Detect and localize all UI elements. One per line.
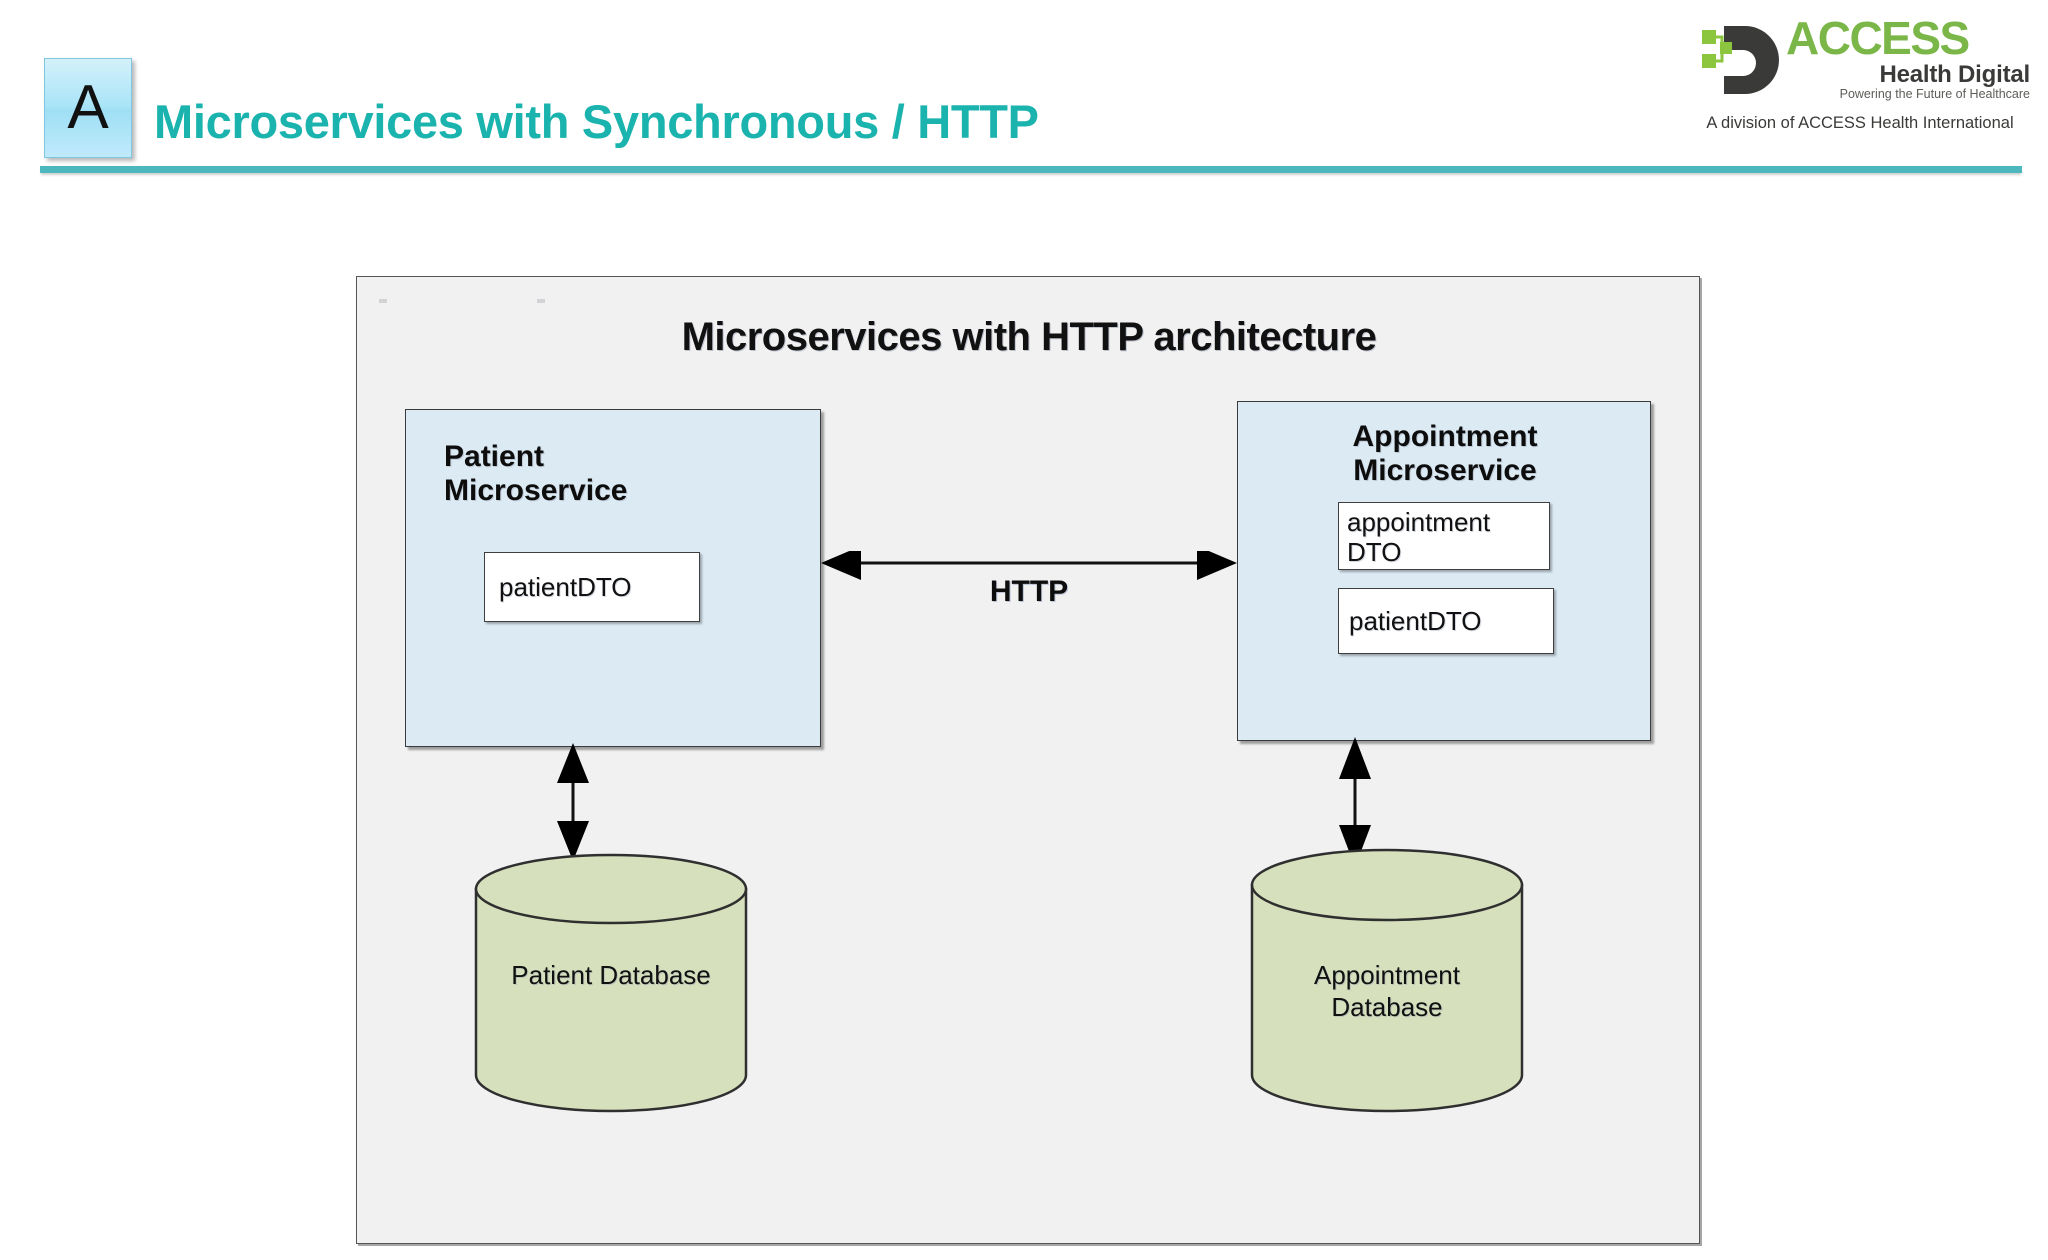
- patient-database-cylinder[interactable]: Patient Database: [473, 853, 749, 1113]
- logo-division-text: A division of ACCESS Health Internationa…: [1706, 114, 2014, 132]
- appointment-dto-box[interactable]: appointment DTO: [1338, 502, 1550, 570]
- panel-speck-mark: [537, 299, 545, 303]
- slide-header: A Microservices with Synchronous / HTTP …: [0, 0, 2048, 180]
- patient-db-connector: [553, 743, 593, 861]
- patient-microservice-label: Patient Microservice: [444, 440, 628, 507]
- patient-db-double-arrow-icon: [557, 743, 589, 861]
- panel-speck-mark: [379, 299, 387, 303]
- http-label: HTTP: [989, 575, 1069, 608]
- appointment-database-cylinder[interactable]: Appointment Database: [1249, 847, 1525, 1113]
- patient-dto-box[interactable]: patientDTO: [484, 552, 700, 622]
- slide-badge-letter: A: [44, 58, 132, 158]
- logo-row: ACCESS Health Digital Powering the Futur…: [1690, 14, 2030, 110]
- patient-database-label: Patient Database: [511, 960, 711, 990]
- database-cylinder-icon: [474, 853, 748, 1113]
- appointment-db-connector: [1335, 737, 1375, 867]
- architecture-diagram-panel: Microservices with HTTP architecture Pat…: [356, 276, 1700, 1244]
- http-connector: HTTP: [821, 546, 1237, 611]
- appointment-microservice-box[interactable]: Appointment Microservice appointment DTO…: [1237, 401, 1651, 741]
- http-double-arrow-icon: [821, 546, 1237, 580]
- logo-wordmark: ACCESS Health Digital Powering the Futur…: [1786, 14, 2030, 102]
- brand-logo: ACCESS Health Digital Powering the Futur…: [1690, 10, 2030, 142]
- diagram-title: Microservices with HTTP architecture: [681, 315, 1377, 359]
- access-d-mark-icon: [1698, 20, 1784, 106]
- logo-access-text: ACCESS: [1786, 12, 1970, 64]
- database-cylinder-icon: [1250, 848, 1524, 1113]
- header-divider-rule: [40, 166, 2022, 173]
- patient-microservice-box[interactable]: Patient Microservice patientDTO: [405, 409, 821, 747]
- appointment-patient-dto-box[interactable]: patientDTO: [1338, 588, 1554, 654]
- logo-tagline: Powering the Future of Healthcare: [1839, 87, 2030, 101]
- page-title: Microservices with Synchronous / HTTP: [154, 95, 1039, 148]
- appointment-db-double-arrow-icon: [1339, 737, 1371, 867]
- appointment-database-label: Appointment Database: [1314, 960, 1460, 1022]
- logo-health-digital-text: Health Digital: [1879, 61, 2030, 88]
- appointment-microservice-label: Appointment Microservice: [1352, 420, 1538, 487]
